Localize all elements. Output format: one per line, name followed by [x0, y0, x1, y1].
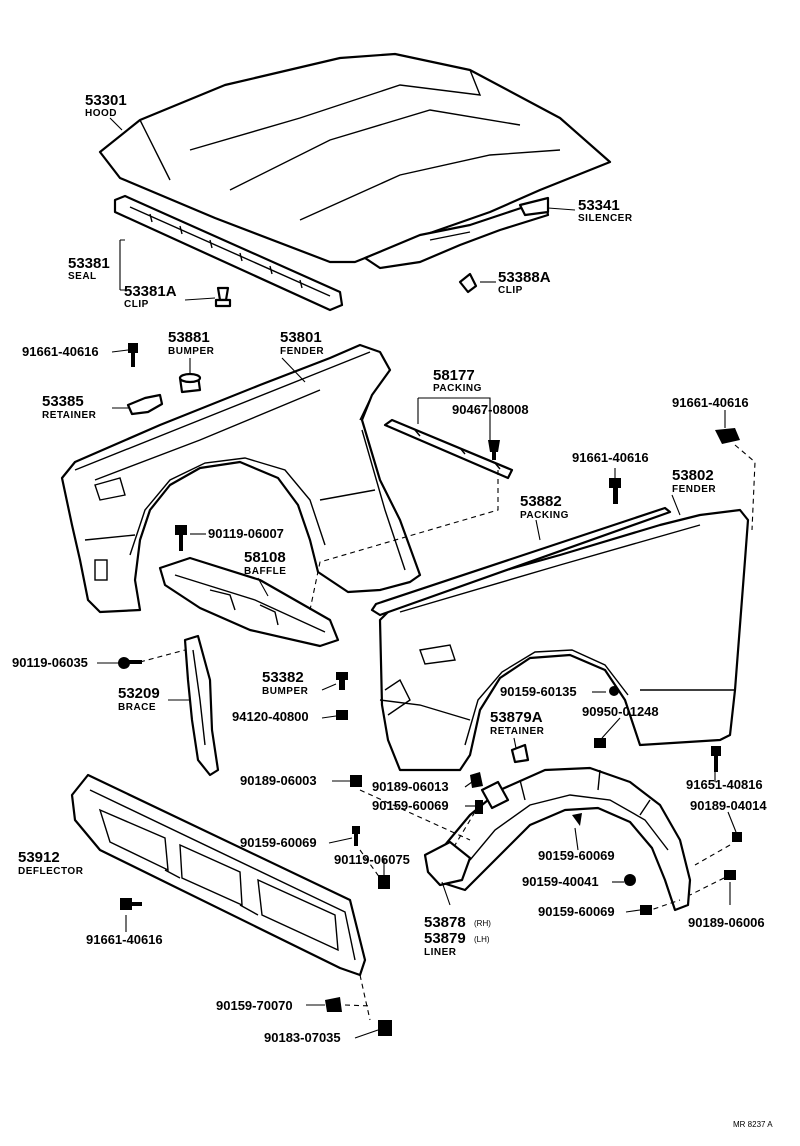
label-baffle-pn: 58108 — [244, 549, 286, 566]
label-bolt-def: 90119-06075 — [334, 852, 410, 867]
label-clip-liner-r: 90189-04014 — [690, 798, 767, 813]
label-clip-liner-top: 90189-06013 — [372, 779, 449, 794]
fasteners — [118, 343, 742, 1036]
guide-lines — [139, 444, 756, 1021]
labels: 53301 HOOD 53341 SILENCER 53381 SEAL 533… — [12, 92, 773, 1129]
label-screw-liner-a: 90159-60069 — [372, 798, 449, 813]
label-silencer-pn: 53341 — [578, 197, 620, 214]
label-bolt-right-top: 91661-40616 — [672, 395, 749, 410]
label-hood-clip-pn: 53388A — [498, 269, 551, 286]
label-packing-upper-pn: 58177 — [433, 367, 475, 384]
label-seal-pn: 53381 — [68, 255, 110, 272]
label-nut: 94120-40800 — [232, 709, 309, 724]
liner — [423, 766, 692, 912]
brace — [183, 634, 220, 777]
label-clip-liner-b: 90189-06006 — [688, 915, 765, 930]
retainer-liner — [510, 743, 530, 764]
label-bolt-brace: 90119-06035 — [12, 655, 88, 670]
label-screw-liner-d: 90159-60069 — [538, 904, 615, 919]
label-bolt-liner-r: 91651-40816 — [686, 777, 763, 792]
silencer — [363, 196, 550, 270]
label-clip-packing: 90467-08008 — [452, 402, 529, 417]
label-bolt-right-mid: 91661-40616 — [572, 450, 649, 465]
label-nut-bottom: 90183-07035 — [264, 1030, 341, 1045]
label-screw-fender: 90159-60135 — [500, 684, 577, 699]
hood — [98, 52, 612, 264]
packing-upper — [383, 418, 514, 480]
label-fender-rh-pn: 53802 — [672, 467, 714, 484]
label-bumper-top-pn: 53881 — [168, 329, 210, 346]
label-hood-name: HOOD — [85, 108, 117, 119]
label-screw-bottom: 90159-70070 — [216, 998, 293, 1013]
label-screw-liner-b: 90159-60069 — [538, 848, 615, 863]
label-bumper-mid-pn: 53382 — [262, 669, 304, 686]
label-fender-rh-name: FENDER — [672, 484, 716, 495]
seal-clip — [214, 286, 232, 308]
label-brace-pn: 53209 — [118, 685, 160, 702]
label-baffle-name: BAFFLE — [244, 566, 286, 577]
label-liner-lh-pn: 53879 — [424, 930, 466, 947]
bumper-top — [178, 372, 202, 394]
label-liner-rh-pn: 53878 — [424, 914, 466, 931]
label-liner-rh-suffix: (RH) — [474, 919, 491, 928]
label-seal-name: SEAL — [68, 271, 97, 282]
label-hood-pn: 53301 — [85, 92, 127, 109]
label-fender-lh-name: FENDER — [280, 346, 324, 357]
label-bumper-top-name: BUMPER — [168, 346, 215, 357]
packing-lower — [370, 506, 672, 617]
label-deflector-name: DEFLECTOR — [18, 866, 84, 877]
label-screw-liner-c: 90159-40041 — [522, 874, 599, 889]
label-seal-clip-name: CLIP — [124, 299, 149, 310]
label-hood-clip-name: CLIP — [498, 285, 523, 296]
label-liner-name: LINER — [424, 947, 457, 958]
label-screw-def: 90159-60069 — [240, 835, 317, 850]
label-clip-fender: 90950-01248 — [582, 704, 659, 719]
label-retainer-liner-name: RETAINER — [490, 726, 545, 737]
label-bolt-def-low: 91661-40616 — [86, 932, 163, 947]
label-brace-name: BRACE — [118, 702, 156, 713]
label-retainer-left-pn: 53385 — [42, 393, 84, 410]
fender-lh — [60, 343, 422, 614]
seal — [113, 194, 344, 312]
label-bumper-mid-name: BUMPER — [262, 686, 309, 697]
fender-rh — [378, 508, 750, 772]
label-silencer-name: SILENCER — [578, 213, 633, 224]
hood-clip — [458, 272, 478, 294]
leader-lines — [97, 117, 737, 1039]
label-fender-lh-pn: 53801 — [280, 329, 322, 346]
footer-ref: MR 8237 A — [733, 1120, 773, 1129]
label-packing-lower-name: PACKING — [520, 510, 569, 521]
label-clip-def-upper: 90189-06003 — [240, 773, 317, 788]
label-bolt-left: 91661-40616 — [22, 344, 99, 359]
label-bolt-baffle: 90119-06007 — [208, 526, 284, 541]
label-packing-lower-pn: 53882 — [520, 493, 562, 510]
baffle — [158, 556, 340, 648]
label-retainer-liner-pn: 53879A — [490, 709, 543, 726]
label-liner-lh-suffix: (LH) — [474, 935, 490, 944]
label-retainer-left-name: RETAINER — [42, 410, 97, 421]
label-packing-upper-name: PACKING — [433, 383, 482, 394]
retainer-left — [126, 393, 164, 416]
label-seal-clip-pn: 53381A — [124, 283, 177, 300]
label-deflector-pn: 53912 — [18, 849, 60, 866]
